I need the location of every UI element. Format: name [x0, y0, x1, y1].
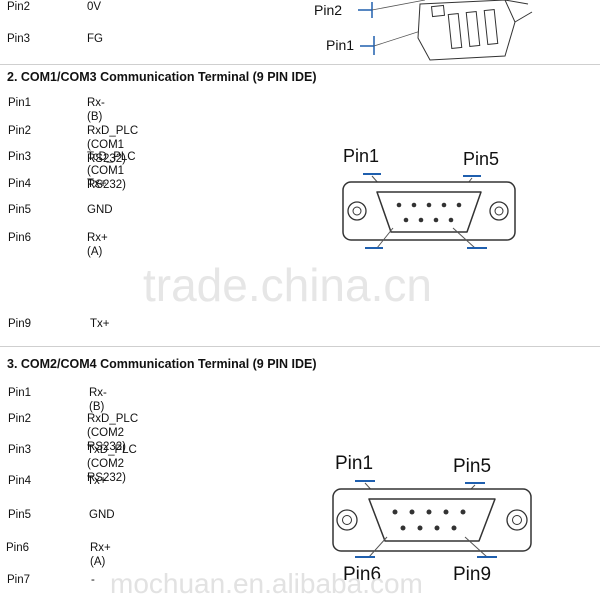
pin-label: Pin6 — [8, 232, 32, 244]
divider — [0, 346, 600, 347]
pin-label: Pin1 — [8, 387, 32, 399]
pin-desc: Rx+ (A) — [87, 232, 108, 258]
pin-desc: Rx- (B) — [87, 97, 105, 123]
db9-connector-figure-2: Pin1 Pin5 Pin6 Pin9 — [332, 453, 532, 585]
pin-label: Pin9 — [8, 318, 32, 330]
pin-label: Pin3 — [8, 444, 32, 456]
pin-desc: Rx+ (A) — [90, 542, 111, 568]
fig3-label-pin9: Pin9 — [453, 564, 491, 585]
watermark-bottom: mochuan.en.alibaba.com — [110, 568, 423, 599]
db9-connector-icon — [342, 181, 516, 249]
pin-desc: RxD_PLC (COM2 RS232) — [87, 413, 139, 453]
pin-desc: GND — [87, 204, 113, 216]
pin-desc: RxD_PLC (COM1 RS232) — [87, 125, 139, 165]
watermark-center: trade.china.cn — [143, 259, 432, 311]
fig1-label-pin2: Pin2 — [314, 2, 342, 18]
pin-label: Pin5 — [8, 509, 32, 521]
pin-desc: TxD_PLC (COM2 RS232) — [87, 444, 137, 484]
terminal-block-figure: Pin2 Pin1 — [314, 0, 533, 61]
pin-desc: Rx- (B) — [89, 387, 107, 413]
pin-desc: Tx+ — [87, 475, 107, 487]
terminal-block-icon — [417, 0, 533, 61]
pin-desc: GND — [89, 509, 115, 521]
pin-desc: Tx+ — [90, 318, 110, 330]
pin-label: Pin7 — [7, 574, 31, 586]
pin-label: Pin2 — [7, 1, 31, 13]
fig1-label-pin1: Pin1 — [326, 37, 354, 53]
pin-desc: FG — [87, 33, 103, 45]
pin-label: Pin3 — [8, 151, 32, 163]
pin-desc: - — [91, 574, 95, 586]
pin-desc: Tx+ — [87, 178, 107, 190]
fig3-label-pin6: Pin6 — [343, 564, 381, 585]
fig3-label-pin1: Pin1 — [335, 453, 373, 474]
pin-desc: TcD_PLC (COM1 RS232) — [87, 151, 136, 191]
fig3-label-pin5: Pin5 — [453, 456, 491, 477]
pin-label: Pin2 — [8, 413, 32, 425]
pin-label: Pin6 — [6, 542, 30, 554]
db9-connector-icon — [332, 488, 532, 558]
pin-label: Pin5 — [8, 204, 32, 216]
section2-title: 2. COM1/COM3 Communication Terminal (9 P… — [7, 70, 317, 84]
db9-connector-figure: Pin1 Pin5 — [342, 146, 516, 249]
pin-label: Pin1 — [8, 97, 32, 109]
divider — [0, 64, 600, 65]
pin-label: Pin4 — [8, 475, 32, 487]
fig2-label-pin1: Pin1 — [343, 146, 379, 166]
pin-label: Pin4 — [8, 178, 32, 190]
pin-label: Pin2 — [8, 125, 32, 137]
section3-title: 3. COM2/COM4 Communication Terminal (9 P… — [7, 357, 317, 371]
pin-desc: 0V — [87, 1, 102, 13]
fig2-label-pin5: Pin5 — [463, 149, 499, 169]
pin-label: Pin3 — [7, 33, 31, 45]
